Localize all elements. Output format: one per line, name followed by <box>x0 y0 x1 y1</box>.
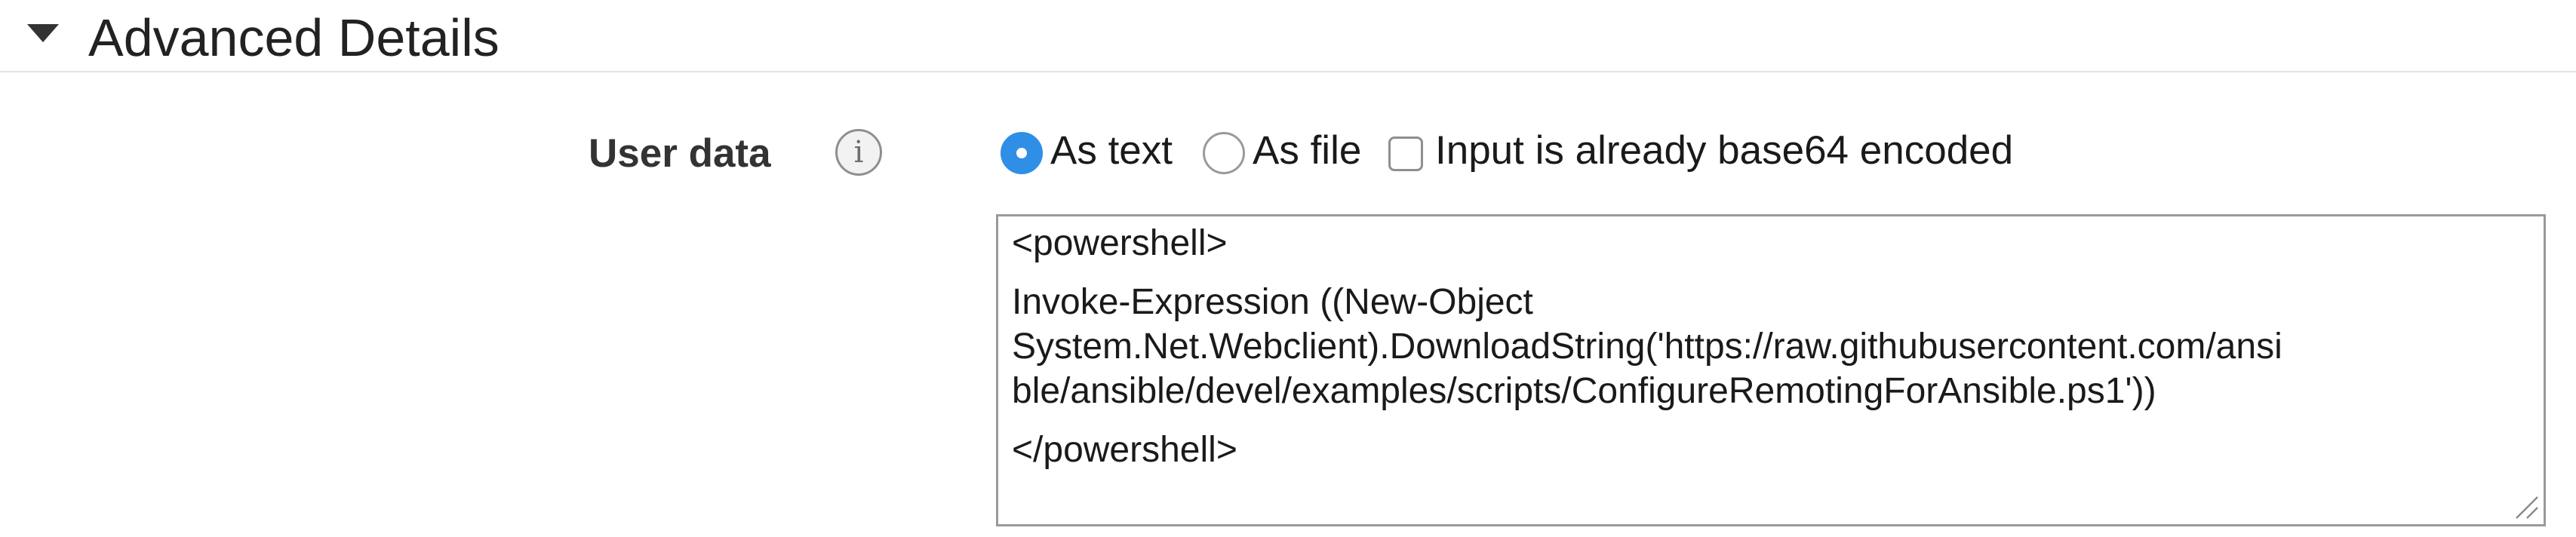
base64-encoded-checkbox[interactable] <box>1388 137 1423 171</box>
section-title: Advanced Details <box>88 8 500 67</box>
as-text-radio[interactable] <box>1001 132 1043 174</box>
resize-handle-icon[interactable] <box>2512 493 2539 520</box>
textarea-line: ble/ansible/devel/examples/scripts/Confi… <box>1012 371 2156 411</box>
caret-down-icon[interactable] <box>27 24 59 42</box>
info-icon-glyph: i <box>853 135 864 170</box>
textarea-line: <powershell> <box>1012 223 1228 263</box>
textarea-line: Invoke-Expression ((New-Object <box>1012 282 1533 322</box>
textarea-line: </powershell> <box>1012 430 1237 470</box>
user-data-label: User data <box>589 131 771 176</box>
user-data-textarea[interactable]: <powershell> Invoke-Expression ((New-Obj… <box>996 214 2546 526</box>
textarea-line: System.Net.Webclient).DownloadString('ht… <box>1012 327 2282 367</box>
as-file-label[interactable]: As file <box>1253 128 1362 173</box>
as-text-label[interactable]: As text <box>1050 128 1173 173</box>
base64-encoded-label[interactable]: Input is already base64 encoded <box>1435 128 2014 173</box>
as-file-radio[interactable] <box>1203 132 1245 174</box>
info-icon[interactable]: i <box>835 129 882 176</box>
advanced-details-header[interactable]: Advanced Details <box>0 0 2576 72</box>
